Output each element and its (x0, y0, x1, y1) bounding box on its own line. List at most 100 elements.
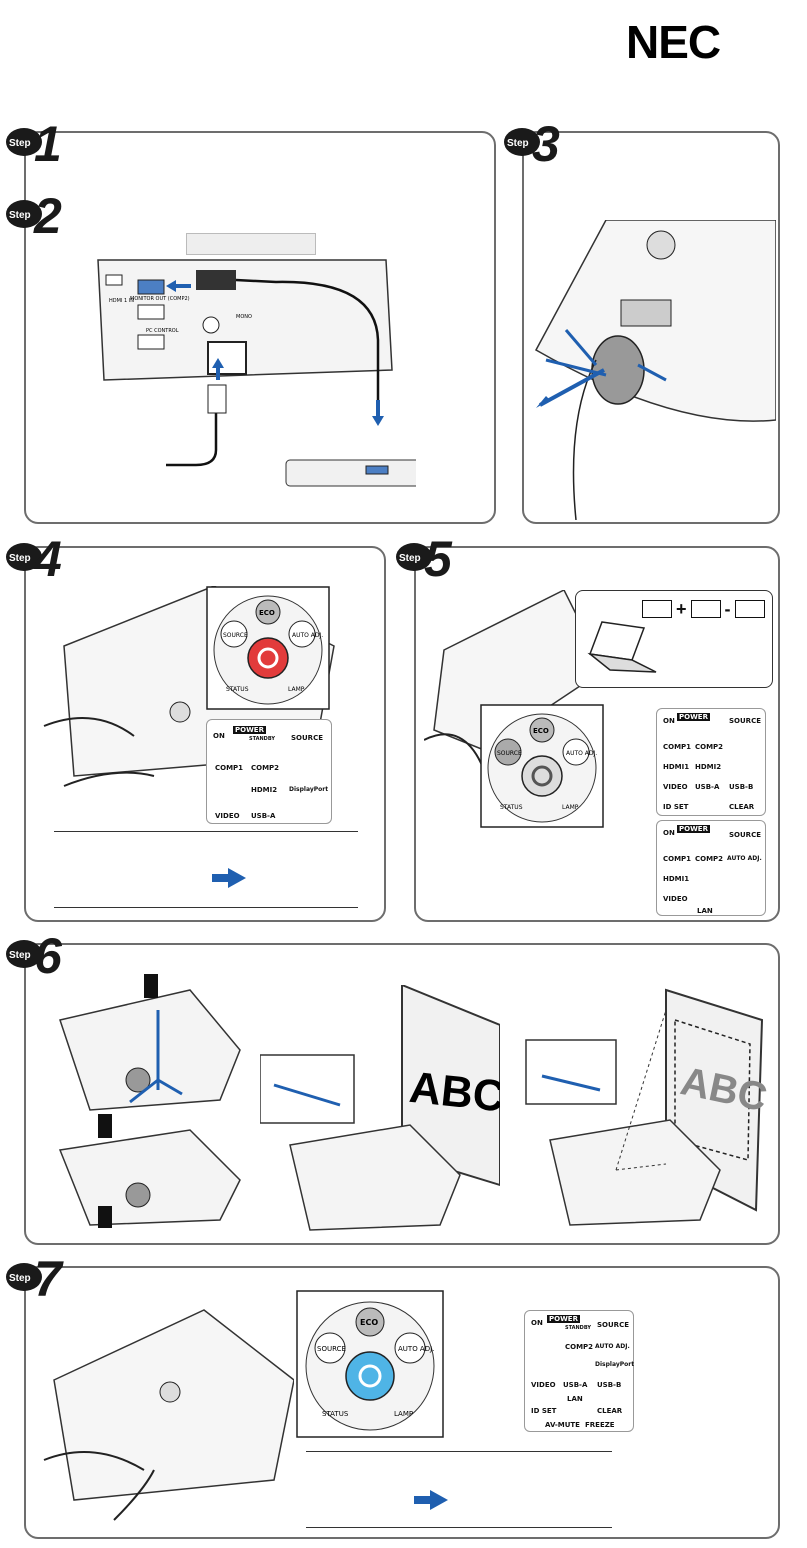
remote-video-label: VIDEO (531, 1381, 556, 1389)
next-arrow-step7 (414, 1490, 448, 1510)
key-box-1 (690, 600, 721, 618)
nec-logo: NEC (626, 20, 721, 64)
remote-on-label: ON (663, 717, 675, 725)
remote-usba-label: USB-A (695, 783, 720, 791)
lens-adjustment-illustration (534, 220, 776, 520)
remote-source-label: SOURCE (291, 734, 323, 742)
step-badge-1: Step 1 (6, 117, 62, 165)
step-number: 7 (34, 1252, 64, 1300)
plus-glyph: + (676, 599, 687, 619)
remote-usbb-label: USB-B (597, 1381, 622, 1389)
remote-comp2-label: COMP2 (695, 855, 724, 863)
key-combination-row: + - (642, 600, 765, 618)
instruction-rule-bottom-step7 (306, 1527, 612, 1528)
remote-comp1-label: COMP1 (663, 743, 692, 751)
auto-adj-key-label: AUTO ADJ. (292, 632, 323, 639)
step-number: 2 (33, 189, 62, 237)
step-badge-4: Step 4 (6, 532, 62, 580)
remote-closeup-step4: ON POWER STANDBY SOURCE COMP1 COMP2 HDMI… (206, 719, 332, 824)
keystone-correction-illustration: ABC (525, 988, 771, 1226)
source-key-label: SOURCE (223, 632, 248, 639)
step-number: 3 (532, 117, 560, 165)
remote-displayport-label: DisplayPort (289, 786, 329, 793)
projector-power-off-illustration (43, 1309, 294, 1521)
remote-idset-label: ID SET (531, 1407, 557, 1415)
label-pc-control: PC CONTROL (146, 328, 179, 334)
remote-clear-label: CLEAR (597, 1407, 623, 1415)
step-word: Step (9, 210, 31, 221)
label-monitor-out: MONITOR OUT (COMP2) (130, 296, 190, 302)
remote-usba-label: USB-A (251, 812, 276, 820)
status-label: STATUS (500, 804, 523, 811)
instruction-rule-top-step4 (54, 831, 358, 832)
step-word: Step (9, 950, 31, 961)
step-word: Step (507, 138, 529, 149)
remote-source-label: SOURCE (729, 717, 761, 725)
callout-label-strip (186, 233, 316, 255)
logo-text: NEC (626, 20, 720, 64)
step-word: Step (399, 553, 421, 564)
step-word: Step (9, 553, 31, 564)
instruction-rule-bottom-step4 (54, 907, 358, 908)
control-panel-closeup-step5: ECO SOURCE AUTO ADJ. STATUS LAMP (480, 704, 604, 828)
screen-text: ABC (407, 1063, 500, 1122)
remote-closeup-source: ON POWER SOURCE COMP1 COMP2 HDMI1 HDMI2 … (656, 708, 766, 816)
remote-video-label: VIDEO (663, 895, 688, 903)
remote-comp1-label: COMP1 (215, 764, 244, 772)
step-number: 1 (34, 117, 62, 165)
remote-auto-adj-label: AUTO ADJ. (727, 855, 762, 862)
step-word: Step (9, 1273, 31, 1284)
lamp-label: LAMP (288, 686, 305, 693)
remote-standby-label: STANDBY (565, 1325, 591, 1331)
laptop-icon (587, 621, 657, 673)
remote-closeup-step7: ON POWER STANDBY SOURCE COMP2 AUTO ADJ. … (524, 1310, 634, 1432)
control-panel-closeup-step7: ECO SOURCE AUTO ADJ. STATUS LAMP (296, 1290, 444, 1438)
remote-hdmi2-label: HDMI2 (251, 786, 278, 794)
remote-displayport-label: DisplayPort (595, 1361, 635, 1368)
auto-adj-key-label: AUTO ADJ. (398, 1345, 434, 1353)
lamp-label: LAMP (394, 1410, 413, 1418)
remote-clear-label: CLEAR (729, 803, 755, 811)
remote-usbb-label: USB-B (729, 783, 754, 791)
dash-glyph: - (724, 599, 731, 619)
step-badge-7: Step 7 (6, 1252, 64, 1300)
remote-power-label: POWER (233, 726, 266, 734)
label-hdmi-in: HDMI 1 IN (109, 298, 134, 304)
next-arrow-step4 (212, 868, 246, 888)
instruction-rule-top-step7 (306, 1451, 612, 1452)
remote-lan-label: LAN (567, 1395, 583, 1403)
control-panel-closeup: ECO SOURCE AUTO ADJ. STATUS LAMP (206, 586, 330, 710)
remote-comp2-label: COMP2 (695, 743, 724, 751)
label-mono: MONO (236, 314, 252, 320)
step-number: 4 (33, 532, 62, 580)
key-box-2 (734, 600, 765, 618)
tilt-foot-adjustment-illustration (58, 974, 241, 1228)
step-badge-6: Step 6 (6, 929, 63, 977)
step-word: Step (9, 138, 31, 149)
lamp-label: LAMP (562, 804, 579, 811)
step-badge-2: Step 2 (6, 189, 62, 237)
remote-comp1-label: COMP1 (663, 855, 692, 863)
remote-power-label: POWER (547, 1315, 580, 1323)
remote-video-label: VIDEO (663, 783, 688, 791)
remote-closeup-auto-adj: ON POWER SOURCE COMP1 COMP2 AUTO ADJ. HD… (656, 820, 766, 916)
eco-key-label: ECO (259, 609, 275, 617)
remote-comp2-label: COMP2 (565, 1343, 594, 1351)
remote-standby-label: STANDBY (249, 736, 275, 742)
remote-on-label: ON (213, 732, 225, 740)
remote-hdmi1-label: HDMI1 (663, 875, 690, 883)
key-box-fn (642, 600, 672, 618)
eco-key-label: ECO (533, 727, 549, 735)
remote-on-label: ON (663, 829, 675, 837)
remote-power-label: POWER (677, 713, 710, 721)
auto-adj-key-label: AUTO ADJ. (566, 750, 597, 757)
source-key-label: SOURCE (317, 1345, 346, 1353)
remote-auto-adj-label: AUTO ADJ. (595, 1343, 630, 1350)
remote-video-label: VIDEO (215, 812, 240, 820)
remote-usba-label: USB-A (563, 1381, 588, 1389)
step-badge-3: Step 3 (504, 117, 560, 165)
rear-panel-illustration: HDMI 1 IN MONITOR OUT (COMP2) PC CONTROL… (97, 259, 416, 487)
status-label: STATUS (226, 686, 249, 693)
remote-comp2-label: COMP2 (251, 764, 280, 772)
step-number: 6 (34, 929, 63, 977)
